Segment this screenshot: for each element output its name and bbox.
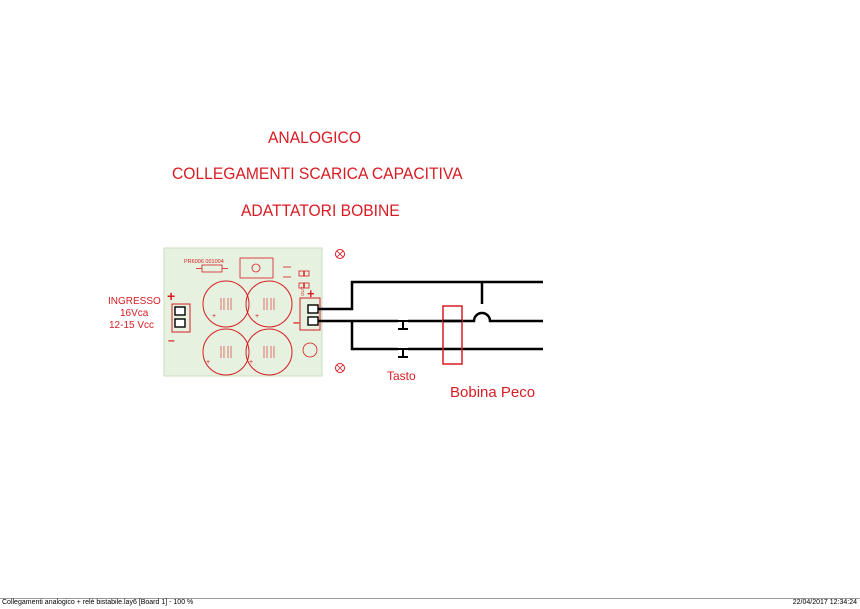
capacitor-3: + (202, 328, 250, 376)
status-timestamp: 22/04/2017 12:34:24 (792, 599, 857, 606)
wires (318, 280, 543, 351)
mounting-hole-tr (335, 249, 345, 259)
svg-text:+: + (212, 313, 216, 320)
svg-text:+: + (255, 313, 259, 320)
output-mark: OUT (300, 286, 305, 296)
input-minus: – (168, 333, 175, 347)
button-label: Tasto (387, 369, 416, 383)
title-collegamenti: COLLEGAMENTI SCARICA CAPACITIVA (172, 164, 463, 183)
output-plus: + (307, 286, 315, 301)
small-components-right (283, 266, 310, 289)
title-analogico: ANALOGICO (268, 128, 362, 147)
capacitor-4: + (245, 328, 293, 376)
status-file: Collegamenti analogico + relè bistabile.… (2, 599, 194, 606)
coil-label: Bobina Peco (450, 384, 535, 401)
input-plus: + (167, 288, 175, 304)
input-dc-label: 12-15 Vcc (109, 320, 155, 331)
push-button-1 (395, 320, 411, 330)
led (302, 342, 318, 358)
svg-text:+: + (249, 359, 253, 366)
input-ac-label: 16Vca (120, 308, 149, 319)
pcb-board (163, 247, 323, 377)
title-adattatori: ADATTATORI BOBINE (241, 201, 400, 220)
capacitor-1: + (202, 280, 250, 328)
svg-text:+: + (206, 359, 210, 366)
capacitor-2: + (245, 280, 293, 328)
push-button-2 (395, 348, 411, 358)
diode-bridge (239, 257, 274, 279)
input-terminal-block (171, 303, 191, 333)
output-minus: – (293, 315, 300, 329)
coil-box (442, 305, 463, 365)
board-code: PR6006 001004 (184, 259, 224, 265)
mounting-hole-br (335, 363, 345, 373)
input-label: INGRESSO (108, 296, 161, 307)
status-bar: Collegamenti analogico + relè bistabile.… (0, 598, 860, 609)
